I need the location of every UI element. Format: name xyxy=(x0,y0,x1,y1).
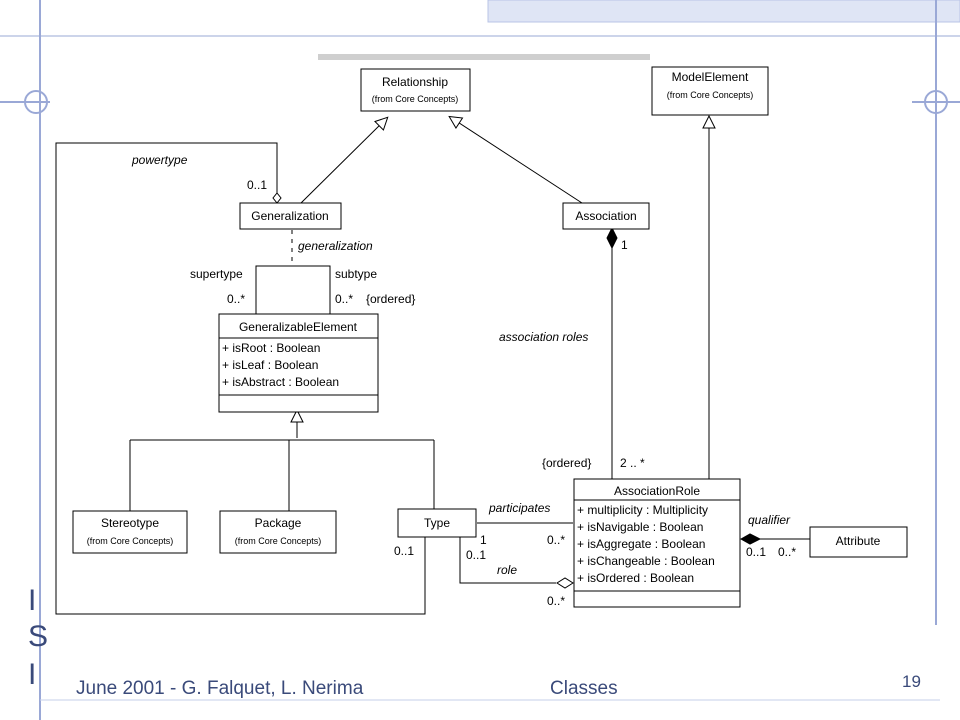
right-crosshair-circle xyxy=(924,90,948,114)
label-powertype-mult: 0..1 xyxy=(247,178,267,192)
class-attribute: Attribute xyxy=(809,526,908,558)
label-supertype-mult: 0..* xyxy=(227,292,245,306)
label-qualifier: qualifier xyxy=(748,513,791,527)
class-model-element-stereotype: (from Core Concepts) xyxy=(667,90,754,100)
label-type-powertype-mult: 0..1 xyxy=(394,544,414,558)
attr-is-aggregate: + isAggregate : Boolean xyxy=(577,537,705,551)
class-relationship-name: Relationship xyxy=(382,75,448,89)
label-generalization-role: generalization xyxy=(298,239,373,253)
class-association-role-name: AssociationRole xyxy=(614,484,700,498)
left-crosshair-circle xyxy=(24,90,48,114)
class-relationship: Relationship (from Core Concepts) xyxy=(360,68,471,112)
label-role-assoc-mult: 0..* xyxy=(547,594,565,608)
class-generalizable-element: GeneralizableElement + isRoot : Boolean … xyxy=(218,313,379,413)
class-association-name: Association xyxy=(575,209,636,223)
class-type: Type xyxy=(397,508,477,538)
label-role-type-mult: 0..1 xyxy=(466,548,486,562)
label-participates-role-mult: 0..* xyxy=(547,533,565,547)
class-generalization-name: Generalization xyxy=(251,209,328,223)
label-role: role xyxy=(497,563,517,577)
class-attribute-name: Attribute xyxy=(836,534,881,548)
logo-letter-i-top: I xyxy=(28,584,37,617)
footer-author: June 2001 - G. Falquet, L. Nerima xyxy=(76,678,364,699)
label-qualifier-attr-mult: 0..* xyxy=(778,545,796,559)
attr-is-leaf: + isLeaf : Boolean xyxy=(222,358,318,372)
label-subtype-mult: 0..* xyxy=(335,292,353,306)
label-subtype-ordered: {ordered} xyxy=(366,292,415,306)
label-powertype: powertype xyxy=(131,153,188,167)
label-association-one: 1 xyxy=(621,238,628,252)
class-model-element: ModelElement (from Core Concepts) xyxy=(651,66,769,116)
label-participates: participates xyxy=(488,501,550,515)
label-participates-type-mult: 1 xyxy=(480,533,487,547)
attr-is-abstract: + isAbstract : Boolean xyxy=(222,375,339,389)
page-number: 19 xyxy=(902,672,921,691)
class-package: Package (from Core Concepts) xyxy=(219,510,337,554)
class-model-element-name: ModelElement xyxy=(672,70,749,84)
class-stereotype: Stereotype (from Core Concepts) xyxy=(72,510,188,554)
class-package-name: Package xyxy=(255,516,302,530)
label-association-roles: association roles xyxy=(499,330,588,344)
logo-letter-s: S xyxy=(28,620,49,653)
class-type-name: Type xyxy=(424,516,450,530)
label-subtype: subtype xyxy=(335,267,377,281)
class-stereotype-stereotype: (from Core Concepts) xyxy=(87,536,174,546)
attr-is-navigable: + isNavigable : Boolean xyxy=(577,520,703,534)
attr-is-root: + isRoot : Boolean xyxy=(222,341,320,355)
footer-section: Classes xyxy=(550,678,618,699)
label-supertype: supertype xyxy=(190,267,243,281)
class-association: Association xyxy=(562,202,650,230)
label-roles-mult: 2 .. * xyxy=(620,456,645,470)
label-roles-ordered: {ordered} xyxy=(542,456,591,470)
attr-is-ordered: + isOrdered : Boolean xyxy=(577,571,694,585)
attr-multiplicity: + multiplicity : Multiplicity xyxy=(577,503,708,517)
class-generalization: Generalization xyxy=(239,202,342,230)
class-association-role: AssociationRole + multiplicity : Multipl… xyxy=(573,478,741,608)
label-qualifier-role-mult: 0..1 xyxy=(746,545,766,559)
top-right-bar xyxy=(487,0,960,23)
class-generalizable-element-name: GeneralizableElement xyxy=(239,320,358,334)
faded-heading xyxy=(318,54,650,60)
class-relationship-stereotype: (from Core Concepts) xyxy=(372,94,459,104)
attr-is-changeable: + isChangeable : Boolean xyxy=(577,554,715,568)
logo-letter-i-bottom: I xyxy=(28,658,37,691)
class-stereotype-name: Stereotype xyxy=(101,516,159,530)
class-package-stereotype: (from Core Concepts) xyxy=(235,536,322,546)
